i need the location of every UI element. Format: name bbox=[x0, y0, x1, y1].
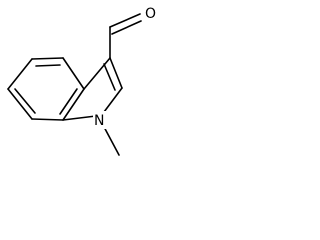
oxygen-label-mask bbox=[144, 4, 158, 22]
nitrogen-label: N bbox=[94, 113, 104, 129]
indole-carbaldehyde-structure: O N bbox=[7, 4, 158, 156]
bond-n1-methyl bbox=[102, 124, 120, 156]
bond-c2-n1 bbox=[103, 87, 123, 113]
bond-c4-c5 bbox=[31, 57, 64, 60]
oxygen-label: O bbox=[145, 6, 156, 22]
double-bond-cho-oxygen bbox=[111, 20, 142, 35]
double-bond-c3a-c7a bbox=[59, 88, 78, 115]
bond-c7a-c3a bbox=[62, 88, 85, 121]
bond-c3-c2 bbox=[109, 57, 123, 89]
double-bond-c3-c2 bbox=[103, 63, 116, 91]
bond-n1-c7a bbox=[62, 115, 97, 121]
double-bond-c4-c5 bbox=[35, 64, 61, 67]
double-bond-c6-c7 bbox=[14, 88, 36, 114]
bond-c6-c7 bbox=[7, 88, 33, 120]
nitrogen-label-mask bbox=[93, 111, 108, 129]
bond-c3a-c3 bbox=[83, 57, 111, 90]
bond-cho-oxygen bbox=[109, 13, 141, 28]
bond-c3a-c4 bbox=[62, 57, 85, 90]
structure-canvas: O N bbox=[0, 0, 172, 160]
bond-c5-c6 bbox=[7, 58, 33, 90]
bond-c7-c7a bbox=[31, 118, 64, 121]
